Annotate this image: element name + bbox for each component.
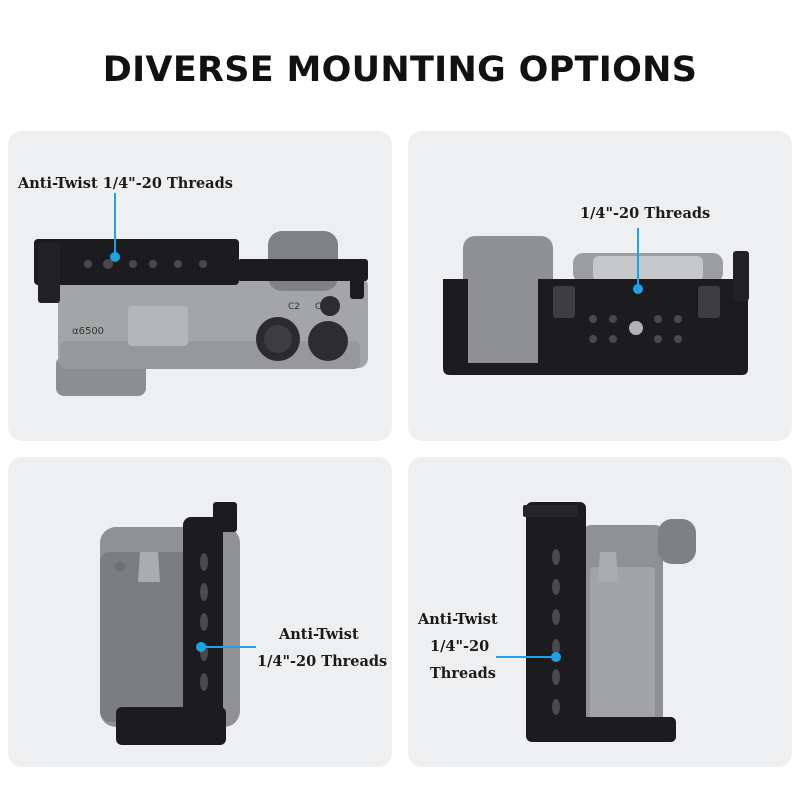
panel-end-view: Anti-Twist 1/4"-20 Threads [408, 457, 792, 767]
callout-label-line-2: 1/4"-20 Threads [257, 653, 388, 670]
panel-bottom-view: 1/4"-20 Threads [408, 131, 792, 441]
camera-grip-side-illustration [100, 502, 256, 745]
camera-top-view-illustration: α6500 C2 C1 [34, 193, 368, 396]
callout-label-line-2: 1/4"-20 [430, 638, 490, 655]
callout-label: Anti-Twist 1/4"-20 Threads [18, 175, 233, 192]
svg-text:C1: C1 [315, 302, 327, 312]
callout-label-line-1: Anti-Twist [418, 611, 498, 628]
callout-label: 1/4"-20 Threads [580, 205, 711, 222]
svg-text:C2: C2 [288, 302, 300, 312]
callout-label-line-1: Anti-Twist [279, 626, 359, 643]
panel-grip-side-view: Anti-Twist 1/4"-20 Threads [8, 457, 392, 767]
panel-top-view: α6500 C2 C1 Anti-Twist 1/4"-20 Threads [8, 131, 392, 441]
page-title: DIVERSE MOUNTING OPTIONS [102, 50, 698, 90]
camera-bottom-view-illustration [443, 228, 749, 375]
callout-label-line-3: Threads [430, 665, 496, 682]
camera-end-view-illustration [496, 502, 696, 742]
svg-text:α6500: α6500 [72, 326, 104, 337]
